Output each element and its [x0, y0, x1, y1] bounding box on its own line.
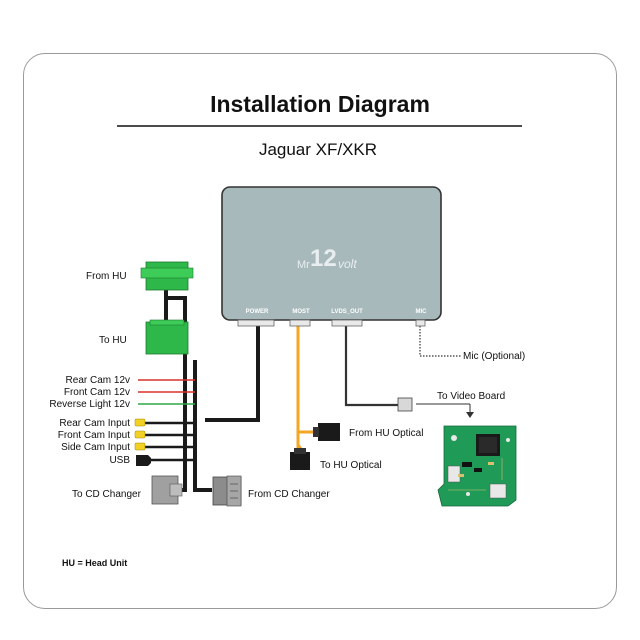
input-wires — [138, 379, 195, 462]
port-power-label: POWER — [246, 309, 269, 315]
interface-module: Mr 12 volt POWER MOST LVDS_OUT MIC — [221, 186, 442, 321]
label-reverse-light-12v: Reverse Light 12v — [49, 399, 130, 410]
module-logo-number: 12 — [310, 245, 337, 272]
label-to-video-board: To Video Board — [437, 391, 505, 402]
video-board-arrow-icon — [466, 412, 474, 418]
module-logo-prefix: Mr — [297, 259, 310, 271]
label-to-hu-optical: To HU Optical — [320, 460, 382, 471]
label-front-cam-input: Front Cam Input — [58, 430, 130, 441]
to-cd-changer-connector — [151, 475, 183, 505]
diagram-title: Installation Diagram — [210, 91, 430, 117]
to-hu-optical-connector — [290, 448, 310, 470]
label-to-cd-changer: To CD Changer — [72, 489, 142, 500]
usb-plug — [136, 455, 151, 466]
from-hu-connector — [140, 261, 194, 291]
from-hu-optical-connector — [313, 423, 340, 441]
footnote-hu-head-unit: HU = Head Unit — [62, 558, 127, 568]
label-from-hu-optical: From HU Optical — [349, 428, 423, 439]
mic-wire — [419, 326, 462, 357]
module-logo-suffix: volt — [338, 257, 357, 271]
label-from-hu: From HU — [86, 271, 127, 282]
label-rear-cam-input: Rear Cam Input — [59, 418, 130, 429]
from-cd-changer-connector — [212, 475, 242, 507]
main-harness-wires — [164, 290, 260, 480]
diagram-card — [23, 53, 617, 609]
video-board — [437, 425, 517, 507]
lvds-plug — [397, 397, 413, 412]
port-lvds-out-label: LVDS_OUT — [331, 309, 363, 315]
camera-input-plugs — [134, 418, 146, 451]
label-to-hu: To HU — [99, 335, 127, 346]
port-most-label: MOST — [292, 309, 310, 315]
lvds-wire — [344, 326, 398, 407]
diagram-subtitle: Jaguar XF/XKR — [259, 140, 377, 159]
port-mic-label: MIC — [416, 309, 428, 315]
label-rear-cam-12v: Rear Cam 12v — [66, 375, 130, 386]
label-usb: USB — [109, 455, 130, 466]
label-from-cd-changer: From CD Changer — [248, 489, 330, 500]
label-front-cam-12v: Front Cam 12v — [64, 387, 130, 398]
label-side-cam-input: Side Cam Input — [61, 442, 130, 453]
module-port-sockets — [237, 319, 426, 327]
to-hu-connector — [145, 319, 189, 355]
label-mic-optional: Mic (Optional) — [463, 351, 525, 362]
